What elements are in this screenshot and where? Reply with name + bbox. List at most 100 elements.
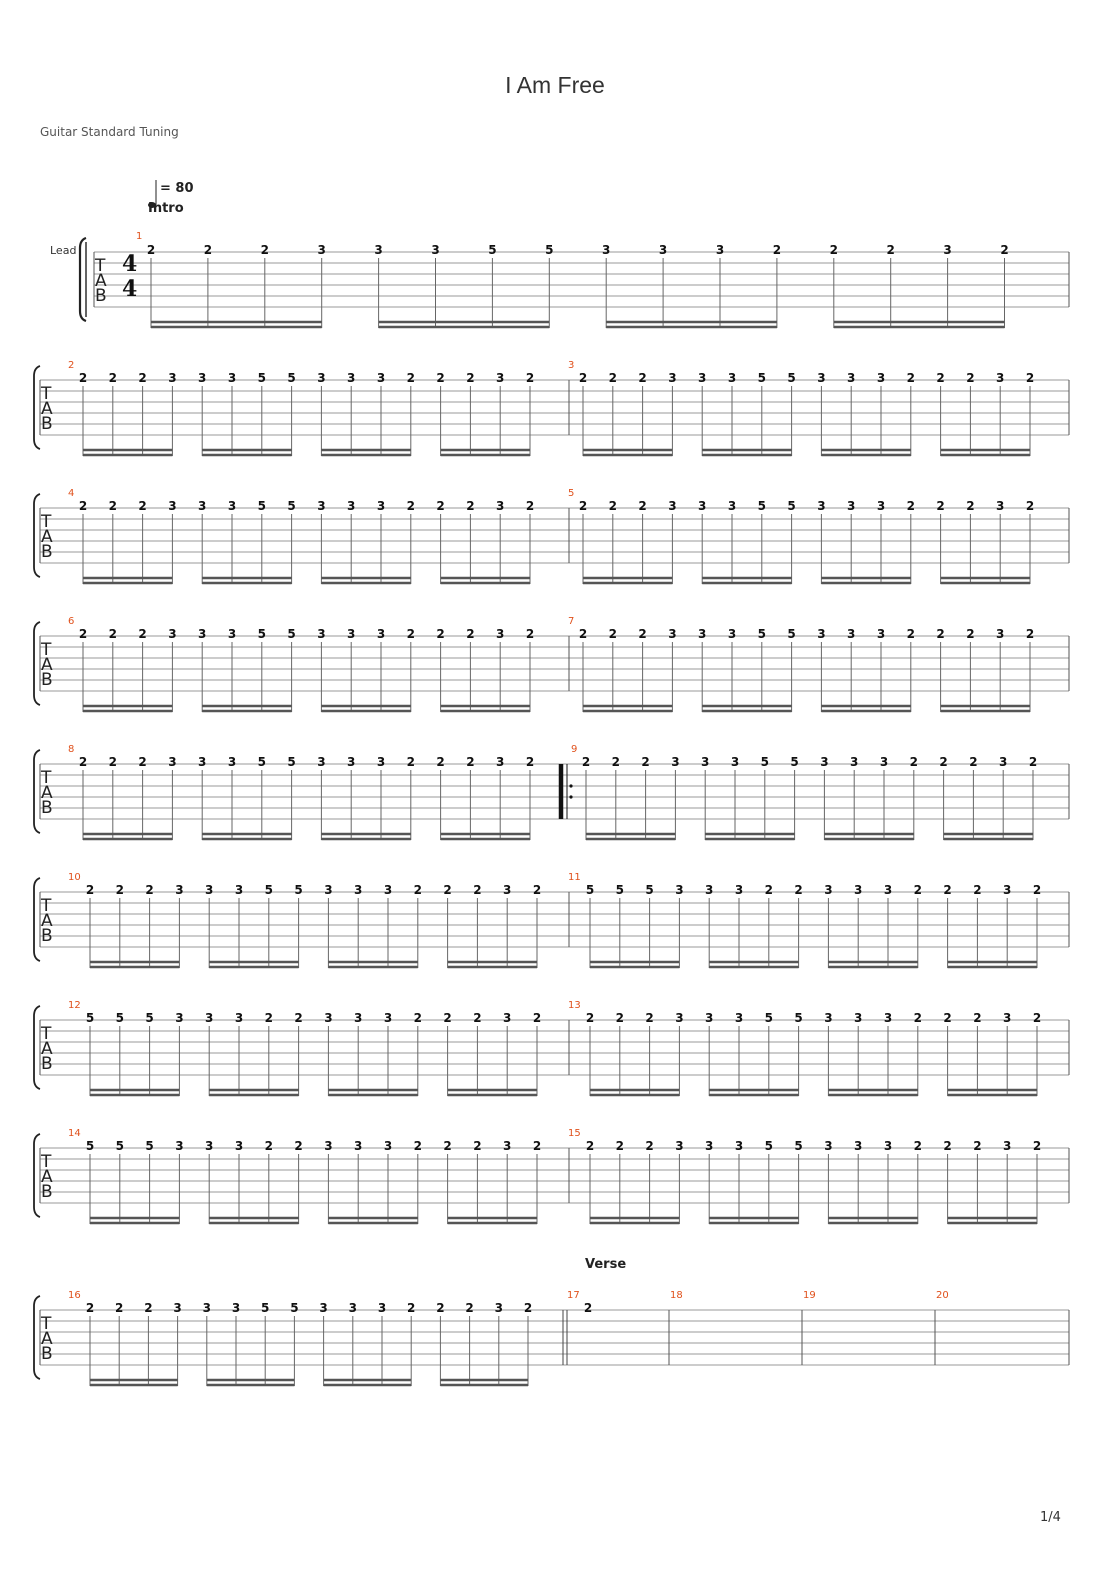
fret-number: 3 (175, 1139, 183, 1153)
fret-number: 2 (612, 755, 620, 769)
fret-number: 3 (317, 371, 325, 385)
fret-number: 3 (884, 883, 892, 897)
fret-number: 3 (820, 755, 828, 769)
fret-number: 3 (877, 499, 885, 513)
fret-number: 2 (582, 755, 590, 769)
fret-number: 5 (758, 371, 766, 385)
fret-number: 3 (317, 627, 325, 641)
fret-number: 2 (265, 1139, 273, 1153)
fret-number: 2 (138, 755, 146, 769)
measure-number: 1 (136, 231, 142, 242)
fret-number: 3 (668, 499, 676, 513)
fret-number: 3 (168, 371, 176, 385)
fret-number: 2 (436, 371, 444, 385)
fret-number: 2 (79, 499, 87, 513)
fret-number: 5 (545, 243, 553, 257)
fret-number: 3 (705, 1139, 713, 1153)
tab-clef-letter: A (41, 399, 53, 419)
tempo-marking: = 80 (160, 181, 194, 196)
fret-number: 3 (1003, 1139, 1011, 1153)
fret-number: 2 (526, 371, 534, 385)
fret-number: 2 (294, 1139, 302, 1153)
fret-number: 3 (347, 499, 355, 513)
time-signature-top: 4 (122, 251, 137, 277)
fret-number: 3 (735, 883, 743, 897)
fret-number: 3 (996, 627, 1004, 641)
fret-number: 2 (1033, 883, 1041, 897)
fret-number: 3 (205, 1011, 213, 1025)
tuning-label: Guitar Standard Tuning (40, 125, 179, 139)
fret-number: 3 (602, 243, 610, 257)
repeat-dot (569, 795, 573, 799)
fret-number: 3 (824, 1139, 832, 1153)
song-title: I Am Free (505, 72, 605, 98)
fret-number: 2 (907, 627, 915, 641)
fret-number: 3 (374, 243, 382, 257)
fret-number: 2 (147, 243, 155, 257)
fret-number: 5 (787, 627, 795, 641)
fret-number: 5 (794, 1011, 802, 1025)
system-bracket (78, 236, 87, 323)
fret-number: 2 (109, 755, 117, 769)
measure-number: 20 (936, 1290, 949, 1301)
fret-number: 5 (758, 627, 766, 641)
fret-number: 3 (847, 627, 855, 641)
fret-number: 3 (495, 1301, 503, 1315)
fret-number: 2 (138, 371, 146, 385)
fret-number: 3 (824, 1011, 832, 1025)
fret-number: 2 (265, 1011, 273, 1025)
tab-clef-letter: T (40, 1024, 52, 1044)
fret-number: 3 (235, 1011, 243, 1025)
fret-number: 2 (773, 243, 781, 257)
fret-number: 3 (705, 1011, 713, 1025)
fret-number: 3 (728, 627, 736, 641)
fret-number: 3 (319, 1301, 327, 1315)
fret-number: 3 (205, 883, 213, 897)
measure-number: 14 (68, 1128, 81, 1139)
fret-number: 5 (488, 243, 496, 257)
fret-number: 3 (377, 499, 385, 513)
fret-number: 3 (880, 755, 888, 769)
fret-number: 3 (999, 755, 1007, 769)
fret-number: 2 (86, 1301, 94, 1315)
tab-clef-letter: B (41, 926, 53, 946)
fret-number: 5 (616, 883, 624, 897)
fret-number: 2 (533, 1011, 541, 1025)
tab-clef-letter: B (41, 414, 53, 434)
fret-number: 2 (533, 883, 541, 897)
measure-number: 10 (68, 872, 81, 883)
fret-number: 2 (939, 755, 947, 769)
measure-number: 2 (68, 360, 74, 371)
fret-number: 2 (645, 1011, 653, 1025)
fret-number: 2 (466, 755, 474, 769)
tempo-note-icon (148, 202, 156, 208)
fret-number: 2 (524, 1301, 532, 1315)
fret-number: 2 (943, 883, 951, 897)
fret-number: 3 (377, 755, 385, 769)
fret-number: 3 (817, 371, 825, 385)
fret-number: 5 (145, 1139, 153, 1153)
system-bracket (33, 493, 41, 578)
tab-clef-letter: A (41, 911, 53, 931)
fret-number: 5 (765, 1139, 773, 1153)
tab-clef-letter: A (41, 1039, 53, 1059)
fret-number: 3 (503, 1011, 511, 1025)
fret-number: 2 (910, 755, 918, 769)
fret-number: 3 (701, 755, 709, 769)
fret-number: 3 (354, 1011, 362, 1025)
fret-number: 2 (1026, 371, 1034, 385)
system-bracket (33, 1295, 41, 1380)
fret-number: 3 (943, 243, 951, 257)
fret-number: 2 (641, 755, 649, 769)
tab-clef-letter: B (95, 286, 107, 306)
fret-number: 3 (205, 1139, 213, 1153)
fret-number: 5 (287, 755, 295, 769)
fret-number: 2 (1000, 243, 1008, 257)
fret-number: 2 (936, 627, 944, 641)
fret-number: 2 (436, 499, 444, 513)
system-bracket (33, 621, 41, 706)
measure-number: 5 (568, 488, 574, 499)
fret-number: 2 (115, 1301, 123, 1315)
measure-number: 19 (803, 1290, 816, 1301)
